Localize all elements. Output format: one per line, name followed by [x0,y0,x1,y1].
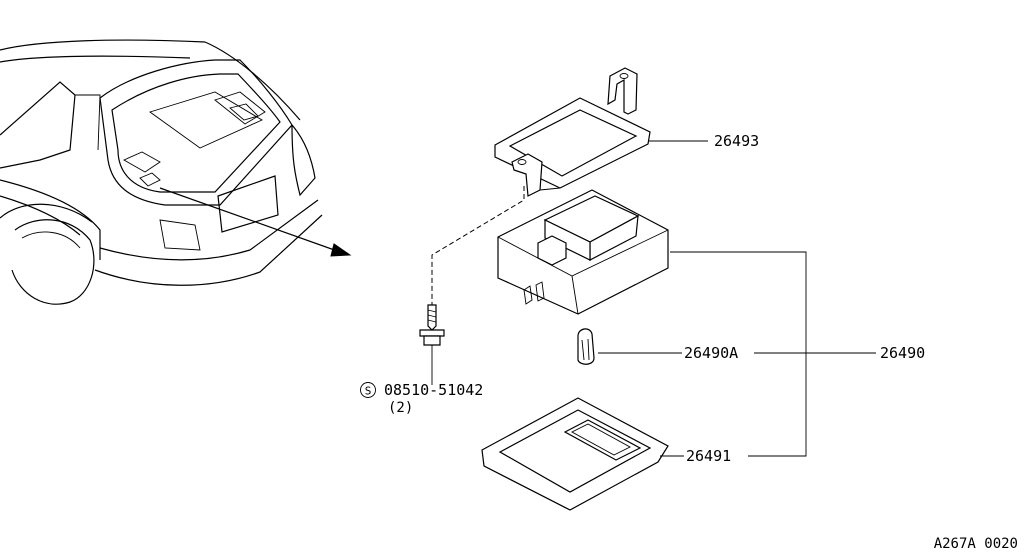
part-label-26490a: 26490A [684,344,738,362]
lens-part [481,397,669,511]
part-label-26491: 26491 [686,447,731,465]
screw-part [419,186,525,385]
location-arrow [159,187,352,257]
lamp-body-part [497,189,669,315]
bulb-part [577,328,595,365]
screw-label: S 08510-51042 (2) [360,381,483,416]
part-label-26490: 26490 [880,344,925,362]
part-label-26493: 26493 [714,132,759,150]
screw-symbol: S [365,385,372,398]
screw-quantity: (2) [388,400,413,416]
part-label-screw: 08510-51042 [384,381,483,399]
diagram-code: A267A 0020 [934,536,1018,552]
leader-lines [598,140,876,457]
car-rear-illustration [0,39,323,305]
standard-part-symbol-icon [360,382,376,398]
bracket-part [494,67,651,197]
